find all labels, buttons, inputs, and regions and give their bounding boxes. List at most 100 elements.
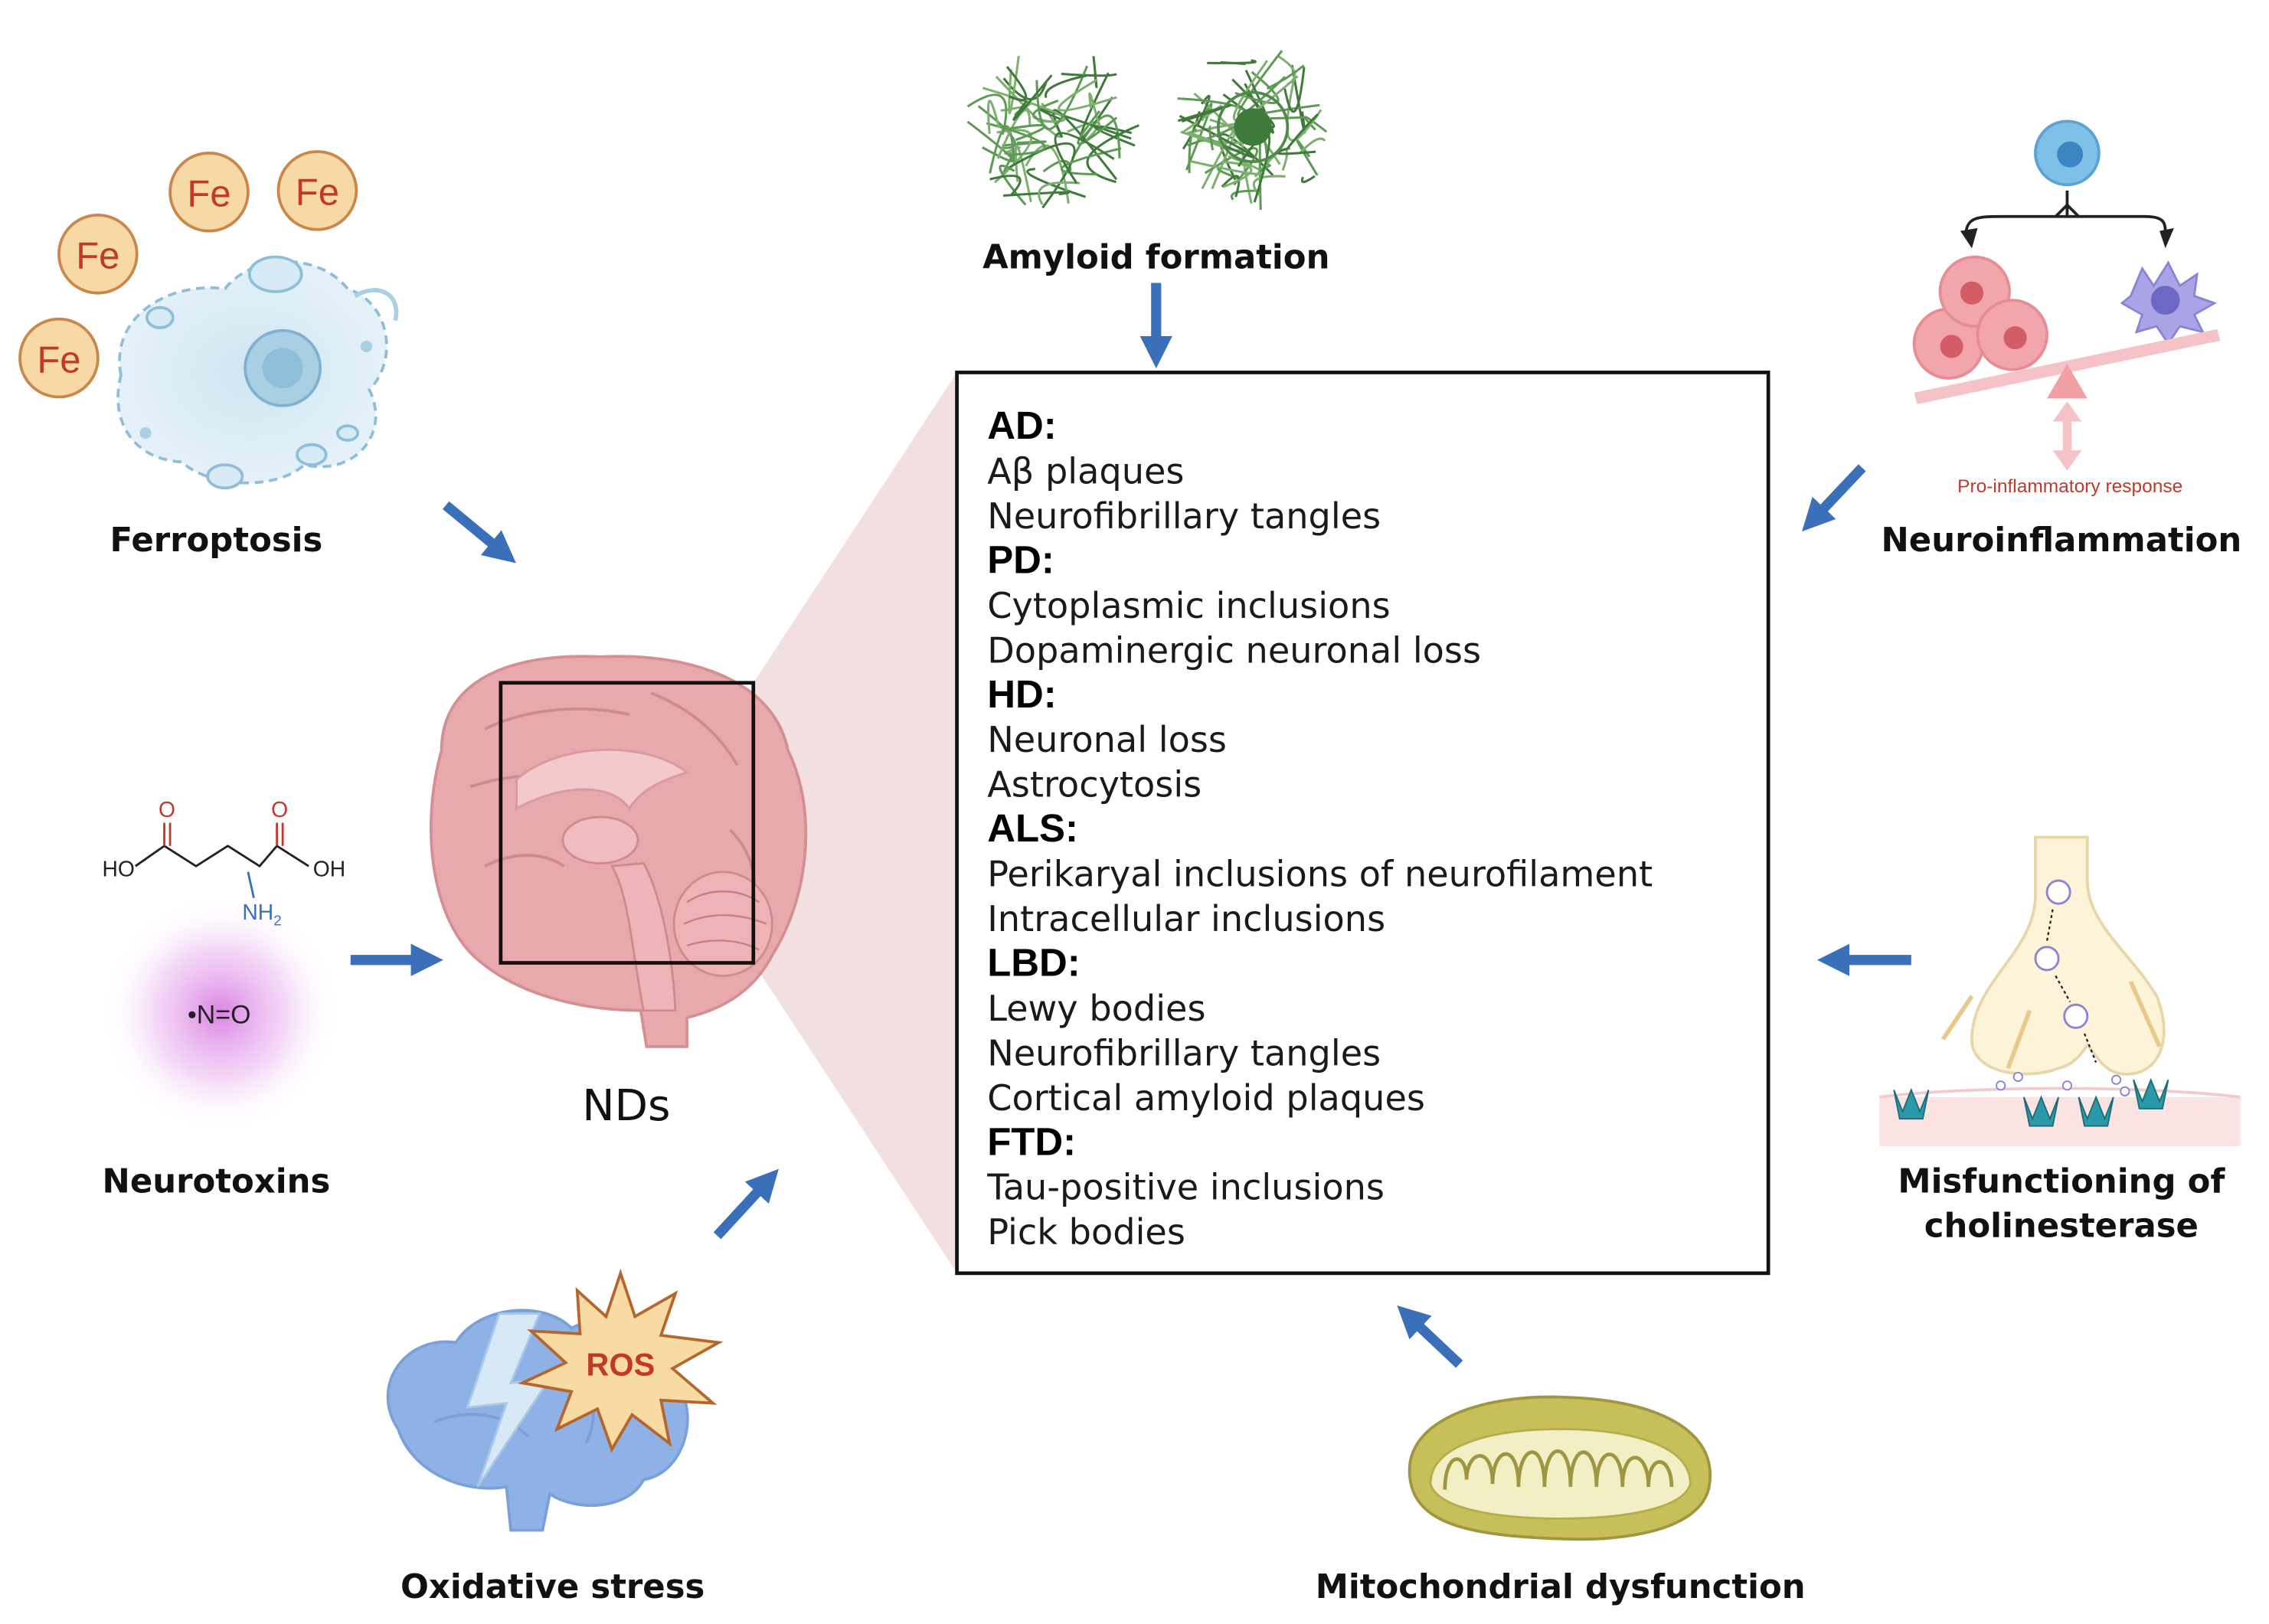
pro-inflammatory-response-label: Pro-inflammatory response [1957,476,2182,497]
arrows [350,283,1911,1368]
amyloid-fibril [1058,78,1117,112]
amyloid-fibril [1244,69,1274,134]
arrow-ferroptosis [442,501,516,564]
ferroptosis-illustration [116,255,399,490]
amyloid-fibril [1045,74,1087,99]
neurotoxins-illustration [102,822,339,1132]
center-label: NDs [582,1080,670,1131]
amyloid-label: Amyloid formation [982,239,1329,277]
brain-illustration [429,655,808,1048]
disease-feature: Tau-positive inclusions [986,1167,1385,1208]
oxidative-stress-illustration [386,1268,724,1532]
amyloid-fibril [1188,129,1198,174]
amyloid-fibril [1220,60,1246,66]
amyloid-fibril [1177,103,1232,123]
amyloid-fibril [1061,73,1117,77]
amyloid-fibril [1267,64,1305,90]
disease-heading: AD: [987,404,1056,447]
amyloid-fibril [1008,55,1020,114]
zoom-wedge [753,372,957,1273]
amyloid-fibril [1303,116,1328,133]
amyloid-fibril [1088,92,1101,130]
amyloid-fibril-clusters [966,50,1328,210]
amyloid-fibril [1026,168,1087,198]
amyloid-fibril [989,125,1015,174]
mitochondrion-illustration [1407,1395,1712,1541]
disease-feature: Pick bodies [987,1211,1185,1253]
amyloid-fibril [1299,137,1326,155]
amyloid-fibril [1054,132,1115,185]
disease-feature: Intracellular inclusions [987,898,1385,939]
amyloid-fibril [987,100,1001,134]
amyloid-fibril [1038,181,1081,205]
amyloid-fibril [1189,155,1265,176]
nitric-oxide-label: •N=O [188,1001,251,1030]
disease-heading: PD: [987,538,1054,581]
cholinesterase-label-line1: Misfunctioning of [1898,1162,2225,1201]
amyloid-fibril [1012,74,1053,121]
ferroptosis-label: Ferroptosis [110,521,322,560]
amyloid-fibril [1276,146,1316,155]
amyloid-fibril [977,105,1016,149]
chem-ho-label: HO [102,856,134,881]
amyloid-fibril [1221,175,1241,198]
amyloid-fibril [1300,175,1316,184]
amyloid-fibril [1060,147,1122,176]
chem-o-right-label: O [271,797,288,822]
amyloid-fibril [1286,78,1322,142]
amyloid-fibril [1217,167,1241,181]
disease-feature: Cortical amyloid plaques [987,1077,1425,1119]
ros-label: ROS [586,1347,655,1383]
cholinesterase-label-line2: cholinesterase [1924,1207,2199,1246]
amyloid-fibril [989,175,1022,196]
disease-feature: Astrocytosis [987,764,1202,805]
mitochondrial-dysfunction-label: Mitochondrial dysfunction [1316,1568,1806,1606]
disease-heading: FTD: [987,1119,1076,1163]
chem-nh2-label: NH2 [242,900,281,929]
neuroinflammation-illustration [1912,119,2221,471]
neurotoxins-label: Neurotoxins [103,1162,331,1201]
amyloid-fibril [1077,110,1118,145]
disease-heading: HD: [987,672,1056,716]
amyloid-fibril [1002,140,1047,147]
disease-feature: Neurofibrillary tangles [987,1032,1381,1073]
amyloid-fibril [1014,144,1032,203]
amyloid-fibril [1005,66,1028,102]
disease-heading: LBD: [987,940,1081,984]
amyloid-fibril [1003,191,1070,197]
disease-feature: Neurofibrillary tangles [987,495,1381,537]
iron-ion-4: Fe [18,317,100,399]
iron-ion-label: Fe [37,339,80,381]
disease-feature: Aβ plaques [987,451,1184,492]
iron-ion-2: Fe [168,151,250,233]
arrow-neuroinflammation [1802,464,1866,532]
synapse-illustration [1879,835,2241,1146]
amyloid-fibril [986,122,1046,156]
chem-oh-label: OH [313,856,345,881]
amyloid-fibril [1286,113,1319,151]
amyloid-fibril [966,93,1008,136]
iron-ion-1: Fe [57,214,139,295]
amyloid-fibril [966,120,1015,162]
disease-panel [955,371,1770,1276]
neuroinflammation-label: Neuroinflammation [1882,521,2242,560]
amyloid-fibril [1207,59,1257,64]
arrow-mitochondrial [1397,1305,1463,1368]
disease-feature: Neuronal loss [987,719,1227,760]
amyloid-fibril [1221,161,1253,188]
iron-ion-label: Fe [187,174,230,215]
oxidative-stress-label: Oxidative stress [401,1568,705,1606]
disease-feature: Lewy bodies [987,988,1205,1029]
disease-feature: Cytoplasmic inclusions [987,585,1390,626]
amyloid-fibril [1208,126,1215,151]
arrow-oxidative [713,1168,779,1240]
disease-feature: Dopaminergic neuronal loss [987,629,1481,671]
amyloid-fibril [1009,142,1076,209]
brain-zoom-box [499,681,756,965]
iron-ion-label: Fe [296,172,339,214]
disease-heading: ALS: [987,806,1078,850]
iron-ion-label: Fe [76,236,119,277]
